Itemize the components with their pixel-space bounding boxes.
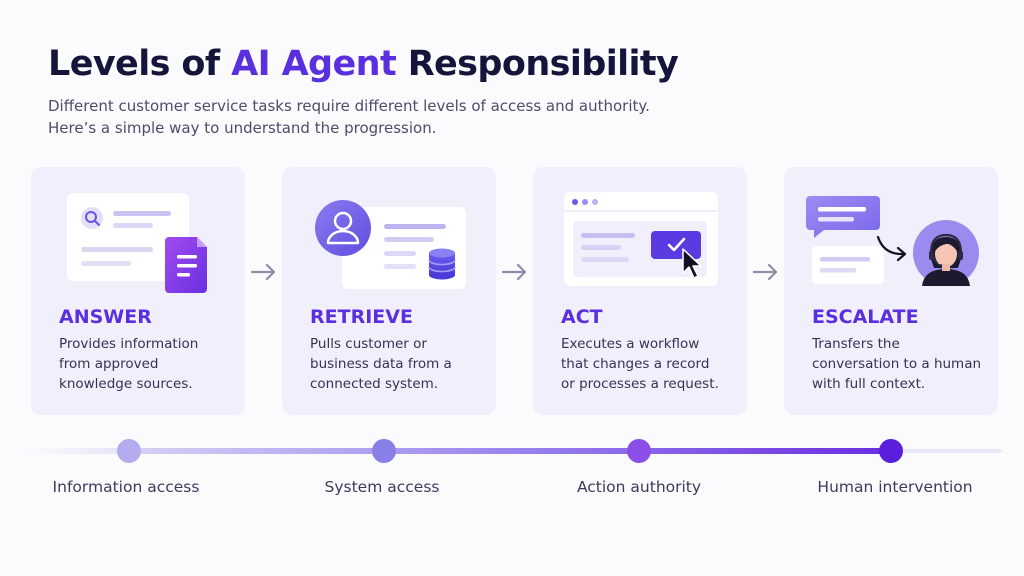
desc-line: knowledge sources. (59, 376, 193, 392)
page-title: Levels of AI Agent Responsibility (48, 44, 679, 84)
desc-line: with full context. (812, 376, 926, 392)
timeline-label-action-authority: Action authority (576, 478, 702, 496)
step-card-escalate: ESCALATE Transfers the conversation to a… (784, 167, 998, 415)
arrow-right-icon (250, 263, 276, 281)
subtitle-line-2: Here’s a simple way to understand the pr… (48, 119, 437, 137)
timeline-dot (627, 439, 651, 463)
title-suffix: Responsibility (396, 44, 679, 84)
answer-illustration (67, 193, 207, 293)
step-card-answer: ANSWER Provides information from approve… (31, 167, 245, 415)
desc-line: Transfers the (812, 336, 900, 352)
title-accent: AI Agent (231, 44, 397, 84)
step-name-act: ACT (561, 306, 603, 328)
step-desc-escalate: Transfers the conversation to a human wi… (812, 334, 992, 394)
database-icon (428, 248, 456, 280)
timeline-dot (117, 439, 141, 463)
timeline-label-human-intervention: Human intervention (817, 478, 973, 496)
desc-line: connected system. (310, 376, 439, 392)
title-prefix: Levels of (48, 44, 232, 84)
step-name-retrieve: RETRIEVE (310, 306, 413, 328)
desc-line: Pulls customer or (310, 336, 427, 352)
document-icon (165, 237, 207, 293)
subtitle-line-1: Different customer service tasks require… (48, 97, 650, 115)
chat-bubble-icon (806, 196, 880, 238)
search-icon (81, 207, 103, 229)
act-illustration (564, 192, 718, 286)
step-desc-answer: Provides information from approved knowl… (59, 334, 239, 394)
window-dots-icon (572, 199, 598, 205)
step-card-retrieve: RETRIEVE Pulls customer or business data… (282, 167, 496, 415)
desc-line: conversation to a human (812, 356, 982, 372)
step-name-answer: ANSWER (59, 306, 152, 328)
step-desc-retrieve: Pulls customer or business data from a c… (310, 334, 490, 394)
retrieve-illustration (315, 200, 466, 289)
checkmark-icon (651, 231, 701, 259)
step-card-act: ACT Executes a workflow that changes a r… (533, 167, 747, 415)
timeline-dot (879, 439, 903, 463)
step-desc-act: Executes a workflow that changes a recor… (561, 334, 741, 394)
arrow-right-icon (501, 263, 527, 281)
arrow-right-icon (752, 263, 778, 281)
desc-line: that changes a record (561, 356, 710, 372)
user-avatar-icon (315, 200, 371, 256)
desc-line: Executes a workflow (561, 336, 700, 352)
progression-timeline (20, 439, 1002, 463)
timeline-dot (372, 439, 396, 463)
human-agent-headset-icon (913, 220, 979, 286)
timeline-label-information-access: Information access (52, 478, 200, 496)
desc-line: business data from a (310, 356, 452, 372)
cursor-icon (682, 248, 702, 279)
escalate-illustration (806, 196, 979, 286)
step-name-escalate: ESCALATE (812, 306, 919, 328)
desc-line: from approved (59, 356, 159, 372)
desc-line: Provides information (59, 336, 199, 352)
page-subtitle: Different customer service tasks require… (48, 95, 650, 139)
desc-line: or processes a request. (561, 376, 719, 392)
timeline-label-system-access: System access (324, 478, 440, 496)
